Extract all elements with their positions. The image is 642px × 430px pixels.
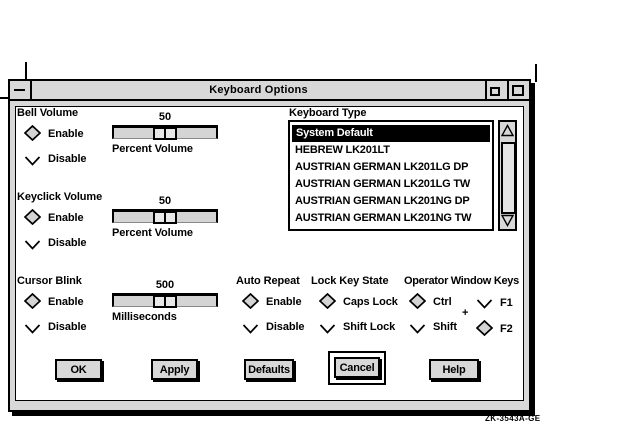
window-menu-dash-icon bbox=[14, 89, 25, 91]
slider-caption: Milliseconds bbox=[112, 311, 177, 323]
auto-repeat-enable-label: Enable bbox=[266, 296, 302, 308]
bell-enable-radio[interactable] bbox=[23, 124, 42, 142]
slider-thumb[interactable] bbox=[153, 127, 177, 140]
diamond-selected-icon bbox=[23, 292, 42, 310]
bell-enable-label: Enable bbox=[48, 128, 84, 140]
help-button[interactable]: Help bbox=[429, 359, 479, 380]
cursor-blink-heading: Cursor Blink bbox=[17, 275, 82, 287]
f1-label: F1 bbox=[500, 297, 513, 309]
cursor-blink-slider[interactable]: 500 Milliseconds bbox=[112, 279, 218, 323]
slider-value: 50 bbox=[158, 111, 172, 123]
f1-radio[interactable] bbox=[476, 294, 493, 310]
chevron-unselected-icon bbox=[242, 324, 259, 334]
window-menu-button[interactable] bbox=[10, 81, 32, 99]
titlebar: Keyboard Options bbox=[10, 81, 529, 101]
shift-radio[interactable] bbox=[409, 319, 426, 335]
list-item[interactable]: AUSTRIAN GERMAN LK201LG TW bbox=[295, 178, 471, 190]
bell-disable-label: Disable bbox=[48, 153, 87, 165]
cursor-enable-radio[interactable] bbox=[23, 292, 42, 310]
cursor-disable-radio[interactable] bbox=[24, 319, 41, 335]
keyclick-disable-radio[interactable] bbox=[24, 235, 41, 251]
apply-button[interactable]: Apply bbox=[151, 359, 198, 380]
scrollbar-thumb[interactable] bbox=[501, 142, 516, 214]
list-item[interactable]: AUSTRIAN GERMAN LK201NG TW bbox=[295, 212, 472, 224]
figure-label: ZK-3543A-GE bbox=[485, 414, 541, 423]
scroll-down-icon[interactable] bbox=[501, 214, 514, 227]
window-title: Keyboard Options bbox=[209, 84, 308, 96]
diamond-selected-icon bbox=[23, 124, 42, 142]
slider-value: 50 bbox=[158, 195, 172, 207]
list-item[interactable]: HEBREW LK201LT bbox=[295, 144, 390, 156]
shift-lock-label: Shift Lock bbox=[343, 321, 396, 333]
cancel-button[interactable]: Cancel bbox=[334, 357, 380, 378]
plus-sign: + bbox=[462, 307, 469, 319]
ctrl-radio[interactable] bbox=[408, 292, 427, 310]
f2-label: F2 bbox=[500, 323, 513, 335]
auto-repeat-disable-radio[interactable] bbox=[242, 319, 259, 335]
caps-lock-label: Caps Lock bbox=[343, 296, 398, 308]
bell-volume-slider[interactable]: 50 Percent Volume bbox=[112, 111, 218, 155]
defaults-button[interactable]: Defaults bbox=[244, 359, 294, 380]
bell-disable-radio[interactable] bbox=[24, 151, 41, 167]
lock-key-state-heading: Lock Key State bbox=[311, 275, 389, 287]
maximize-button[interactable] bbox=[507, 81, 529, 99]
list-item[interactable]: AUSTRIAN GERMAN LK201LG DP bbox=[295, 161, 469, 173]
cursor-disable-label: Disable bbox=[48, 321, 87, 333]
diamond-selected-icon bbox=[408, 292, 427, 310]
diamond-selected-icon bbox=[23, 208, 42, 226]
keyclick-disable-label: Disable bbox=[48, 237, 87, 249]
slider-thumb-half bbox=[164, 211, 177, 224]
auto-repeat-disable-label: Disable bbox=[266, 321, 305, 333]
chevron-unselected-icon bbox=[24, 240, 41, 250]
scroll-up-icon[interactable] bbox=[501, 124, 514, 137]
slider-trough[interactable] bbox=[112, 125, 218, 140]
caps-lock-radio[interactable] bbox=[318, 292, 337, 310]
list-item-selected[interactable]: System Default bbox=[292, 125, 490, 142]
keyclick-enable-radio[interactable] bbox=[23, 208, 42, 226]
dialog-body: Bell Volume Enable Disable 50 Percent Vo… bbox=[15, 106, 524, 401]
keyboard-type-list[interactable]: System Default HEBREW LK201LT AUSTRIAN G… bbox=[288, 120, 494, 231]
keyboard-type-scrollbar[interactable] bbox=[498, 120, 517, 231]
chevron-unselected-icon bbox=[24, 156, 41, 166]
frame-notch bbox=[535, 64, 537, 82]
bell-volume-heading: Bell Volume bbox=[17, 107, 79, 119]
minimize-button[interactable] bbox=[485, 81, 507, 99]
slider-caption: Percent Volume bbox=[112, 143, 193, 155]
ctrl-label: Ctrl bbox=[433, 296, 452, 308]
maximize-icon bbox=[512, 85, 524, 96]
slider-trough[interactable] bbox=[112, 209, 218, 224]
slider-value: 500 bbox=[155, 279, 175, 291]
auto-repeat-enable-radio[interactable] bbox=[241, 292, 260, 310]
chevron-unselected-icon bbox=[319, 324, 336, 334]
diamond-selected-icon bbox=[318, 292, 337, 310]
chevron-unselected-icon bbox=[409, 324, 426, 334]
keyclick-volume-heading: Keyclick Volume bbox=[17, 191, 103, 203]
diamond-selected-icon bbox=[241, 292, 260, 310]
cursor-enable-label: Enable bbox=[48, 296, 84, 308]
keyclick-volume-slider[interactable]: 50 Percent Volume bbox=[112, 195, 218, 239]
keyclick-enable-label: Enable bbox=[48, 212, 84, 224]
f2-radio[interactable] bbox=[475, 319, 494, 337]
operator-window-keys-heading: Operator Window Keys bbox=[404, 275, 519, 287]
auto-repeat-heading: Auto Repeat bbox=[236, 275, 300, 287]
slider-trough[interactable] bbox=[112, 293, 218, 308]
chevron-unselected-icon bbox=[476, 299, 493, 309]
keyboard-type-heading: Keyboard Type bbox=[289, 107, 367, 119]
ok-button[interactable]: OK bbox=[55, 359, 102, 380]
slider-thumb[interactable] bbox=[153, 211, 177, 224]
slider-caption: Percent Volume bbox=[112, 227, 193, 239]
minimize-icon bbox=[490, 87, 500, 96]
shift-label: Shift bbox=[433, 321, 457, 333]
frame-notch bbox=[25, 62, 27, 79]
shift-lock-radio[interactable] bbox=[319, 319, 336, 335]
slider-thumb[interactable] bbox=[153, 295, 177, 308]
slider-thumb-half bbox=[164, 295, 177, 308]
slider-thumb-half bbox=[164, 127, 177, 140]
default-button-frame: Cancel bbox=[328, 351, 386, 385]
keyboard-options-window: Keyboard Options Bell Volume Enable Disa… bbox=[8, 79, 531, 412]
chevron-unselected-icon bbox=[24, 324, 41, 334]
diamond-selected-icon bbox=[475, 319, 494, 337]
list-item[interactable]: AUSTRIAN GERMAN LK201NG DP bbox=[295, 195, 470, 207]
